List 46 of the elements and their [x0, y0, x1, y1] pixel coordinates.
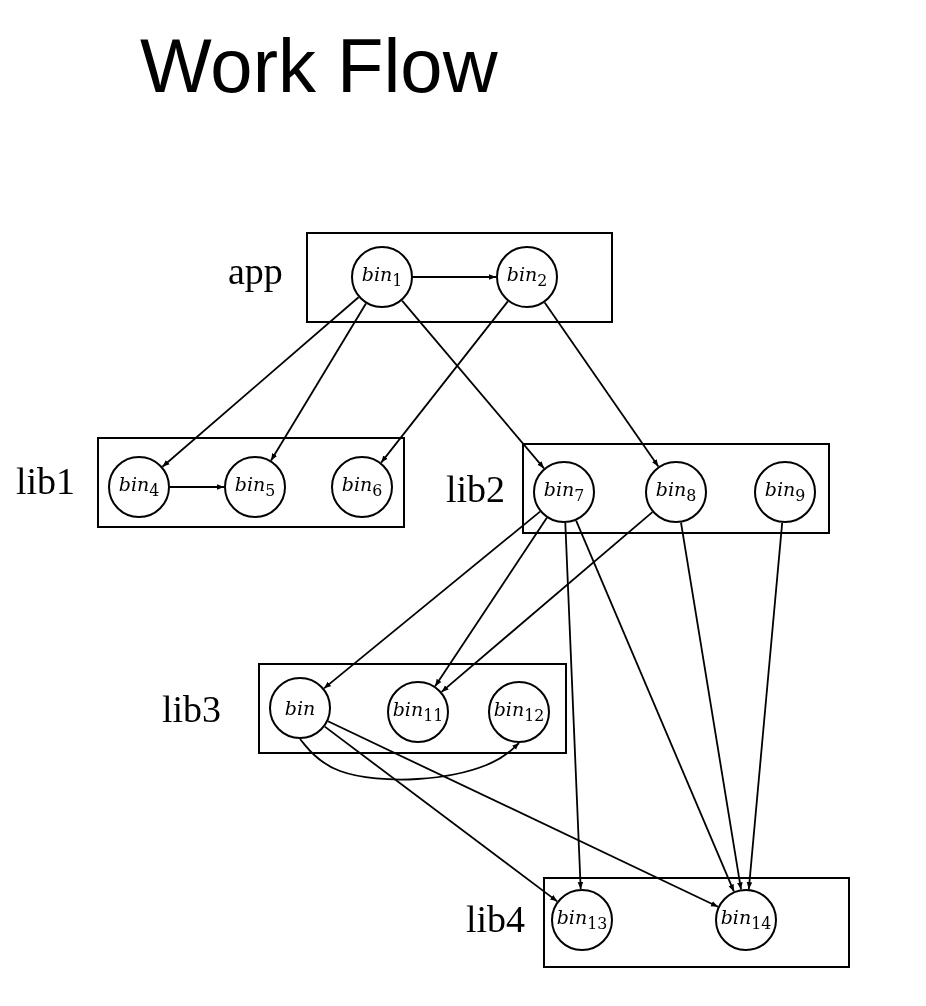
bin-label: bin$_{11}$ — [392, 700, 444, 724]
bin-circle — [108, 456, 170, 518]
bin-label: bin$_{8}$ — [655, 480, 697, 504]
arrow — [746, 521, 784, 891]
bin-label: bin$_{13}$ — [556, 908, 608, 932]
arrow — [401, 299, 545, 470]
arrow — [299, 738, 520, 781]
arrow — [575, 519, 735, 893]
arrow — [543, 301, 660, 468]
module-group — [228, 232, 613, 323]
arrow — [564, 522, 584, 890]
module-label: lib4 — [466, 900, 526, 938]
arrow — [323, 725, 559, 903]
module-label: lib3 — [162, 690, 222, 728]
bin-label: bin$_{4}$ — [118, 475, 160, 499]
arrow — [270, 302, 367, 462]
bin-label: bin — [284, 698, 316, 718]
module-label: app — [228, 252, 283, 290]
module-group — [466, 877, 850, 968]
bin-label: bin$_{9}$ — [764, 480, 806, 504]
arrow — [161, 296, 360, 468]
arrow — [412, 274, 497, 280]
arrow — [169, 484, 225, 490]
bin-label: bin$_{5}$ — [234, 475, 276, 499]
bin-label: bin$_{14}$ — [720, 908, 772, 932]
arrow — [380, 300, 509, 464]
module-label: lib1 — [16, 462, 76, 500]
bin-circle — [533, 461, 595, 523]
module-group — [162, 663, 567, 754]
arrow — [327, 720, 719, 908]
bin-label: bin$_{12}$ — [493, 700, 545, 724]
title: Work Flow — [140, 22, 498, 109]
bin-label: bin$_{7}$ — [543, 480, 585, 504]
bin-label: bin$_{6}$ — [341, 475, 383, 499]
arrow — [434, 516, 548, 688]
module-group — [16, 437, 405, 528]
module-group — [446, 443, 830, 534]
arrow — [323, 510, 541, 690]
bin-label: bin$_{2}$ — [506, 265, 548, 289]
arrow — [680, 521, 743, 891]
arrow — [440, 511, 654, 693]
bin-label: bin$_{1}$ — [361, 265, 403, 289]
bin-circle — [351, 246, 413, 308]
bin-circle — [645, 461, 707, 523]
bin-circle — [387, 681, 449, 743]
module-label: lib2 — [446, 470, 506, 508]
